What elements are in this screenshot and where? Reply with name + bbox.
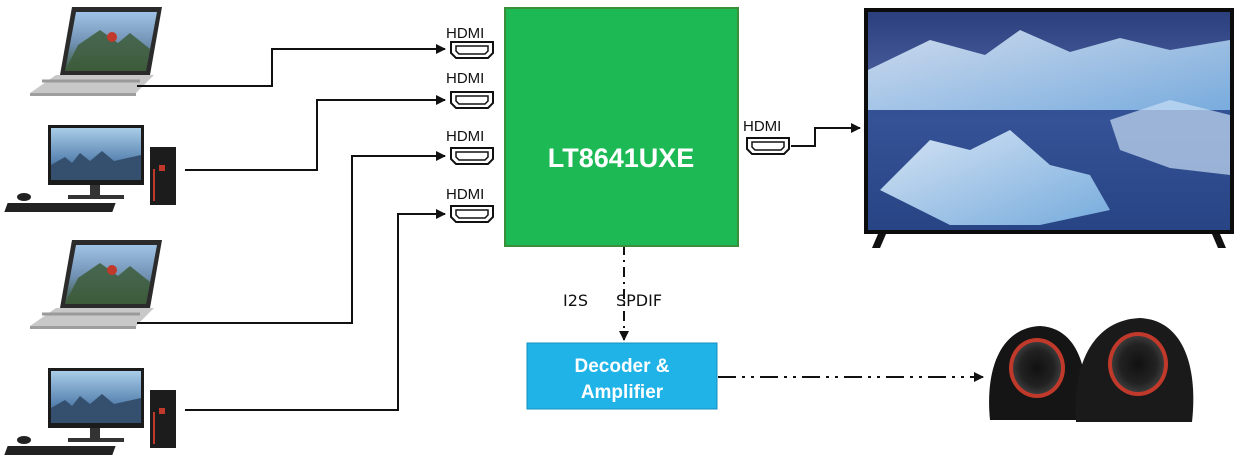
connection-lines xyxy=(137,44,984,411)
hdmi-port-icon xyxy=(450,147,494,165)
chip-block: LT8641UXE xyxy=(504,7,739,247)
line-input-2 xyxy=(185,95,446,171)
audio-label-spdif: SPDIF xyxy=(616,291,662,310)
hdmi-label: HDMI xyxy=(743,118,781,135)
chip-label: LT8641UXE xyxy=(548,143,695,173)
hdmi-input-4: HDMI xyxy=(446,186,494,223)
desktop-pc-icon xyxy=(4,125,176,212)
hdmi-label: HDMI xyxy=(446,25,484,42)
audio-label-i2s: I2S xyxy=(563,291,588,310)
line-input-4 xyxy=(185,209,446,411)
hdmi-port-icon xyxy=(450,91,494,109)
laptop-icon xyxy=(30,7,162,96)
decoder-label-line1: Decoder & xyxy=(574,356,669,377)
decoder-box xyxy=(526,342,718,410)
line-input-1 xyxy=(137,44,446,87)
desktop-pc-icon xyxy=(4,368,176,455)
laptop-icon xyxy=(30,240,162,329)
decoder-amplifier-block: Decoder & Amplifier xyxy=(526,342,718,410)
hdmi-port-icon xyxy=(746,137,790,155)
line-input-3 xyxy=(137,151,446,324)
tv-icon xyxy=(864,8,1234,248)
hdmi-port-icon xyxy=(450,41,494,59)
hdmi-label: HDMI xyxy=(446,128,484,145)
chip-box xyxy=(504,7,739,247)
speakers-icon xyxy=(989,318,1194,422)
hdmi-input-3: HDMI xyxy=(446,128,494,165)
hdmi-input-2: HDMI xyxy=(446,70,494,109)
hdmi-output: HDMI xyxy=(743,118,790,155)
decoder-label-line2: Amplifier xyxy=(581,382,664,403)
line-output xyxy=(791,123,861,147)
hdmi-label: HDMI xyxy=(446,186,484,203)
hdmi-label: HDMI xyxy=(446,70,484,87)
hdmi-port-icon xyxy=(450,205,494,223)
hdmi-input-1: HDMI xyxy=(446,25,494,59)
